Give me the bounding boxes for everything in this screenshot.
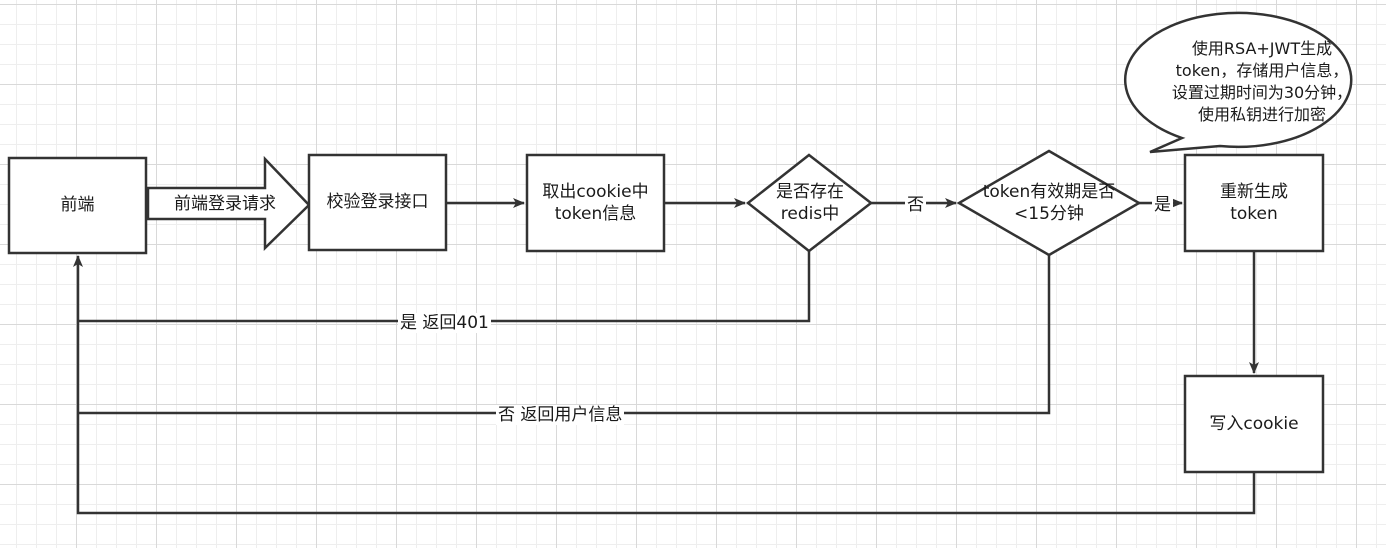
return-user-info-label: 否 返回用户信息 — [496, 405, 625, 425]
login-check-label: 校验登录接口 — [326, 192, 429, 213]
regenerate-token-label: 重新生成 token — [1220, 181, 1288, 224]
frontend-label: 前端 — [60, 195, 95, 216]
not-in-redis-label: 否 — [905, 195, 926, 215]
token-validity-label: token有效期是否 <15分钟 — [982, 181, 1116, 224]
login-request-block-arrow[interactable] — [146, 155, 311, 251]
get-cookie-token-box[interactable] — [525, 153, 666, 253]
write-cookie-box[interactable] — [1183, 374, 1325, 474]
login-request-label: 前端登录请求 — [174, 194, 276, 214]
in-redis-label: 是否存在 redis中 — [776, 181, 844, 224]
callout-bubble — [1124, 11, 1353, 154]
regenerate-token-box[interactable] — [1183, 153, 1325, 253]
frontend-box[interactable] — [7, 156, 148, 255]
edge-validity-return-user — [78, 255, 1051, 415]
write-cookie-label: 写入cookie — [1209, 413, 1299, 434]
get-cookie-token-label: 取出cookie中 token信息 — [542, 181, 649, 224]
validity-yes-label: 是 — [1152, 195, 1173, 215]
edge-cookie-to-frontend — [73, 255, 1256, 515]
login-check-box[interactable] — [307, 153, 448, 252]
edge-redis-return-401 — [78, 251, 811, 323]
return-401-label: 是 返回401 — [398, 313, 491, 333]
callout-text: 使用RSA+JWT生成 token，存储用户信息， 设置过期时间为30分钟， 使… — [1171, 39, 1353, 124]
